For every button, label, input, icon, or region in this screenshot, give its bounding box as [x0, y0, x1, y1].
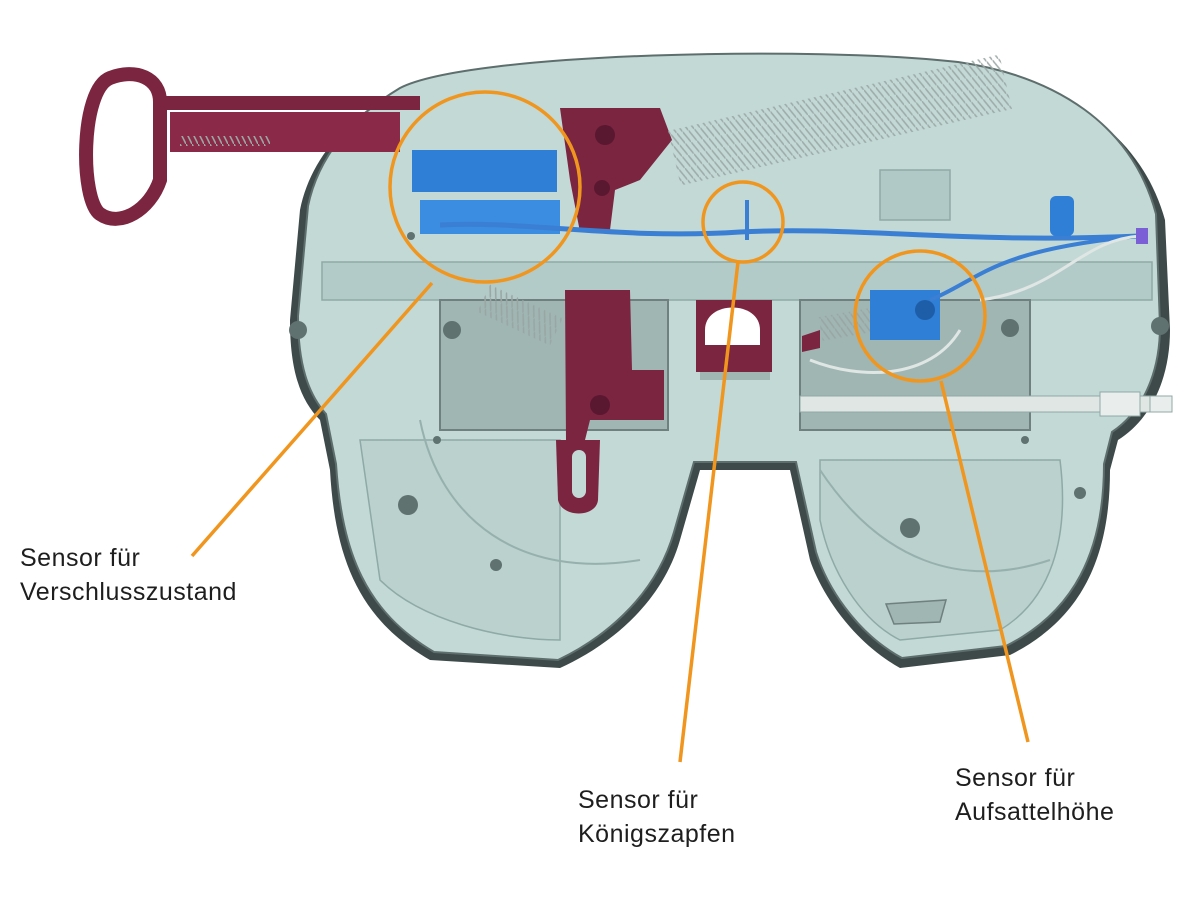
mounting-holes: [289, 232, 1169, 571]
callout-label-kingpin-line1: Sensor für: [578, 786, 699, 814]
plate-arc-left: [419, 419, 641, 565]
callout-label-lock-state-line1: Sensor für: [20, 544, 141, 572]
callout-label-coupling-height-line1: Sensor für: [955, 764, 1076, 792]
callout-line-lock-state: [190, 281, 434, 558]
bolt-rod: [799, 391, 1173, 417]
callout-label-kingpin: Sensor für Königszapfen: [578, 783, 736, 851]
callout-label-lock-state: Sensor für Verschlusszustand: [20, 541, 237, 609]
plate-upper-box: [879, 169, 951, 221]
plate-lower-left-pad: [359, 439, 561, 641]
callout-line-kingpin: [678, 261, 740, 763]
callout-label-kingpin-line2: Königszapfen: [578, 820, 736, 848]
height-sensor: [870, 290, 940, 340]
release-handle: [79, 67, 420, 226]
kingpin-opening: [705, 307, 760, 345]
callout-circle-lock-state: [388, 90, 582, 284]
callouts: [190, 90, 1030, 763]
plate-arc-right: [819, 469, 1051, 573]
callout-label-coupling-height: Sensor für Aufsattelhöhe: [955, 761, 1114, 829]
callout-circle-coupling-height: [853, 249, 987, 383]
callout-label-coupling-height-line2: Aufsattelhöhe: [955, 798, 1115, 826]
callout-label-lock-state-line2: Verschlusszustand: [20, 578, 237, 606]
callout-line-coupling-height: [939, 380, 1030, 743]
lock-sensor: [412, 150, 560, 234]
plate-tab: [884, 599, 948, 625]
sensor-cables: [439, 196, 1148, 374]
lock-mechanism: [556, 108, 820, 514]
callout-circle-kingpin: [701, 180, 785, 264]
